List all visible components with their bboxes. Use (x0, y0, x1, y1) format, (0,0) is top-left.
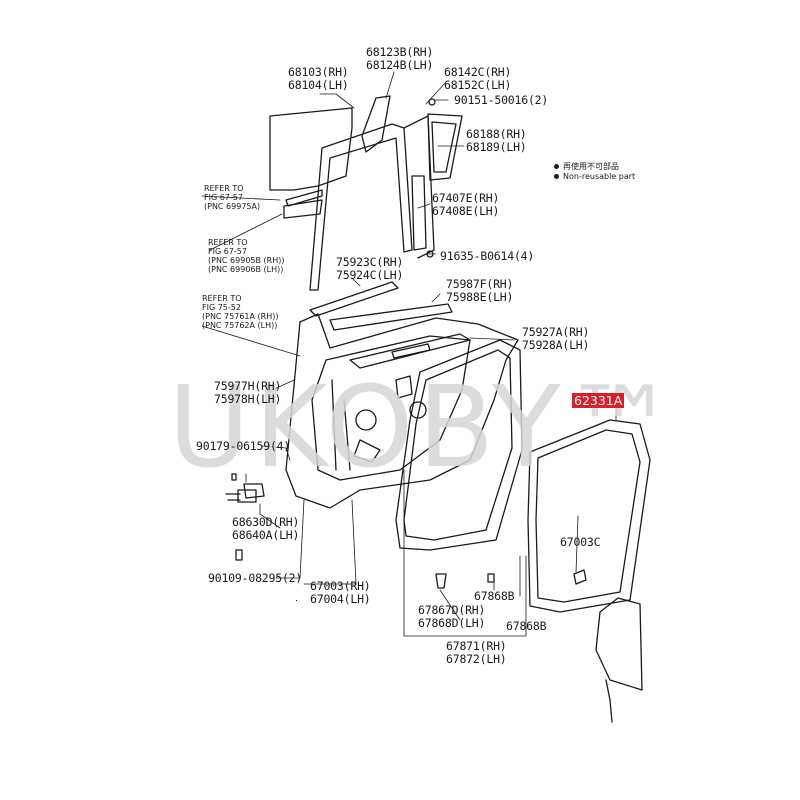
clip (573, 569, 587, 585)
door-trim (595, 597, 643, 691)
label-90151: 90151-50016(2) (454, 93, 549, 107)
label-91635: 91635-B0614(4) (440, 249, 535, 263)
label-67868b-upper: 67868B (474, 589, 515, 603)
label-68123b: 68123B(RH) 68124B(LH) (366, 45, 434, 72)
label-67003: 67003(RH) 67004(LH) (310, 579, 371, 606)
division-bar (427, 113, 463, 181)
ref-note-fig-67-57-a: REFER TO FIG 67-57 (PNC 69975A) (204, 184, 261, 211)
label-90109: 90109-08295(2) (208, 571, 303, 585)
door-glass (269, 107, 353, 191)
quarter-glass (361, 95, 391, 153)
label-90179: 90179-06159(4) (196, 439, 291, 453)
bullet-icon (554, 164, 559, 169)
label-67871: 67871(RH) 67872(LH) (446, 639, 507, 666)
label-68630d: 68630D(RH) 68640A(LH) (232, 515, 300, 542)
belt-moulding-inner (329, 303, 453, 331)
bullet-icon (554, 174, 559, 179)
label-68103: 68103(RH) 68104(LH) (288, 65, 349, 92)
label-67407e: 67407E(RH) 67408E(LH) (432, 191, 500, 218)
legend-item-en: Non-reusable part (554, 172, 635, 182)
watermark: UKOBY™ (168, 363, 681, 493)
legend-item-cn: 再使用不可部品 (554, 162, 635, 172)
leader-lines (201, 71, 617, 637)
ref-note-fig-75-52: REFER TO FIG 75-52 (PNC 75761A (RH)) (PN… (202, 294, 279, 330)
weatherstrip (527, 419, 651, 613)
label-75977h: 75977H(RH) 75978H(LH) (214, 379, 282, 406)
label-67867d: 67867D(RH) 67868D(LH) (418, 603, 486, 630)
label-68188: 68188(RH) 68189(LH) (466, 127, 527, 154)
run-channel (309, 123, 413, 291)
door-hinge (243, 483, 265, 499)
door-shell (285, 313, 519, 509)
belt-moulding-outer (309, 281, 399, 317)
label-75927a: 75927A(RH) 75928A(LH) (522, 325, 590, 352)
label-75987f: 75987F(RH) 75988E(LH) (446, 277, 514, 304)
highlight-62331a[interactable]: 62331A (572, 393, 625, 408)
division-bracket (411, 175, 427, 251)
label-67868b-lower: 67868B (506, 619, 547, 633)
label-68142c: 68142C(RH) 68152C(LH) (444, 65, 512, 92)
door-seal-inner (395, 339, 523, 551)
label-67003c: 67003C (560, 535, 601, 549)
label-75923c: 75923C(RH) 75924C(LH) (336, 255, 404, 282)
regulator-rail (285, 189, 323, 207)
ref-note-fig-67-57-b: REFER TO FIG 67-57 (PNC 69905B (RH)) (PN… (208, 238, 285, 274)
legend: 再使用不可部品 Non-reusable part (554, 162, 635, 182)
